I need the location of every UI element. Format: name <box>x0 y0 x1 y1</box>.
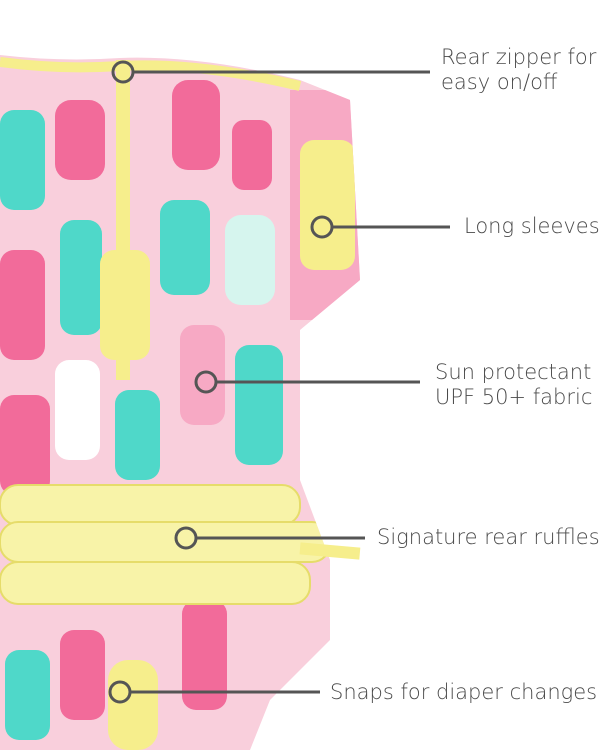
callout-snaps: Snaps for diaper changes <box>330 680 597 705</box>
zipper <box>116 60 130 380</box>
callout-rear-ruffles: Signature rear ruffles <box>377 525 600 550</box>
popsicle-prints <box>0 80 355 750</box>
neckline-trim <box>0 57 302 91</box>
callout-rear-zipper: Rear zipper for easy on/off <box>441 45 596 95</box>
swimsuit-body <box>0 55 360 750</box>
side-tie <box>299 542 361 560</box>
callout-sun-protectant: Sun protectant UPF 50+ fabric <box>435 360 592 410</box>
callout-text: Rear zipper for <box>441 45 597 69</box>
callout-text: Long sleeves <box>464 214 600 238</box>
callout-long-sleeves: Long sleeves <box>464 214 600 239</box>
callout-text: UPF 50+ fabric <box>435 385 593 409</box>
callout-text: easy on/off <box>441 70 558 94</box>
callout-text: Sun protectant <box>435 360 592 384</box>
callout-text: Signature rear ruffles <box>377 525 600 549</box>
ruffles <box>0 484 331 605</box>
callout-text: Snaps for diaper changes <box>330 680 598 704</box>
callout-lines <box>108 60 450 704</box>
